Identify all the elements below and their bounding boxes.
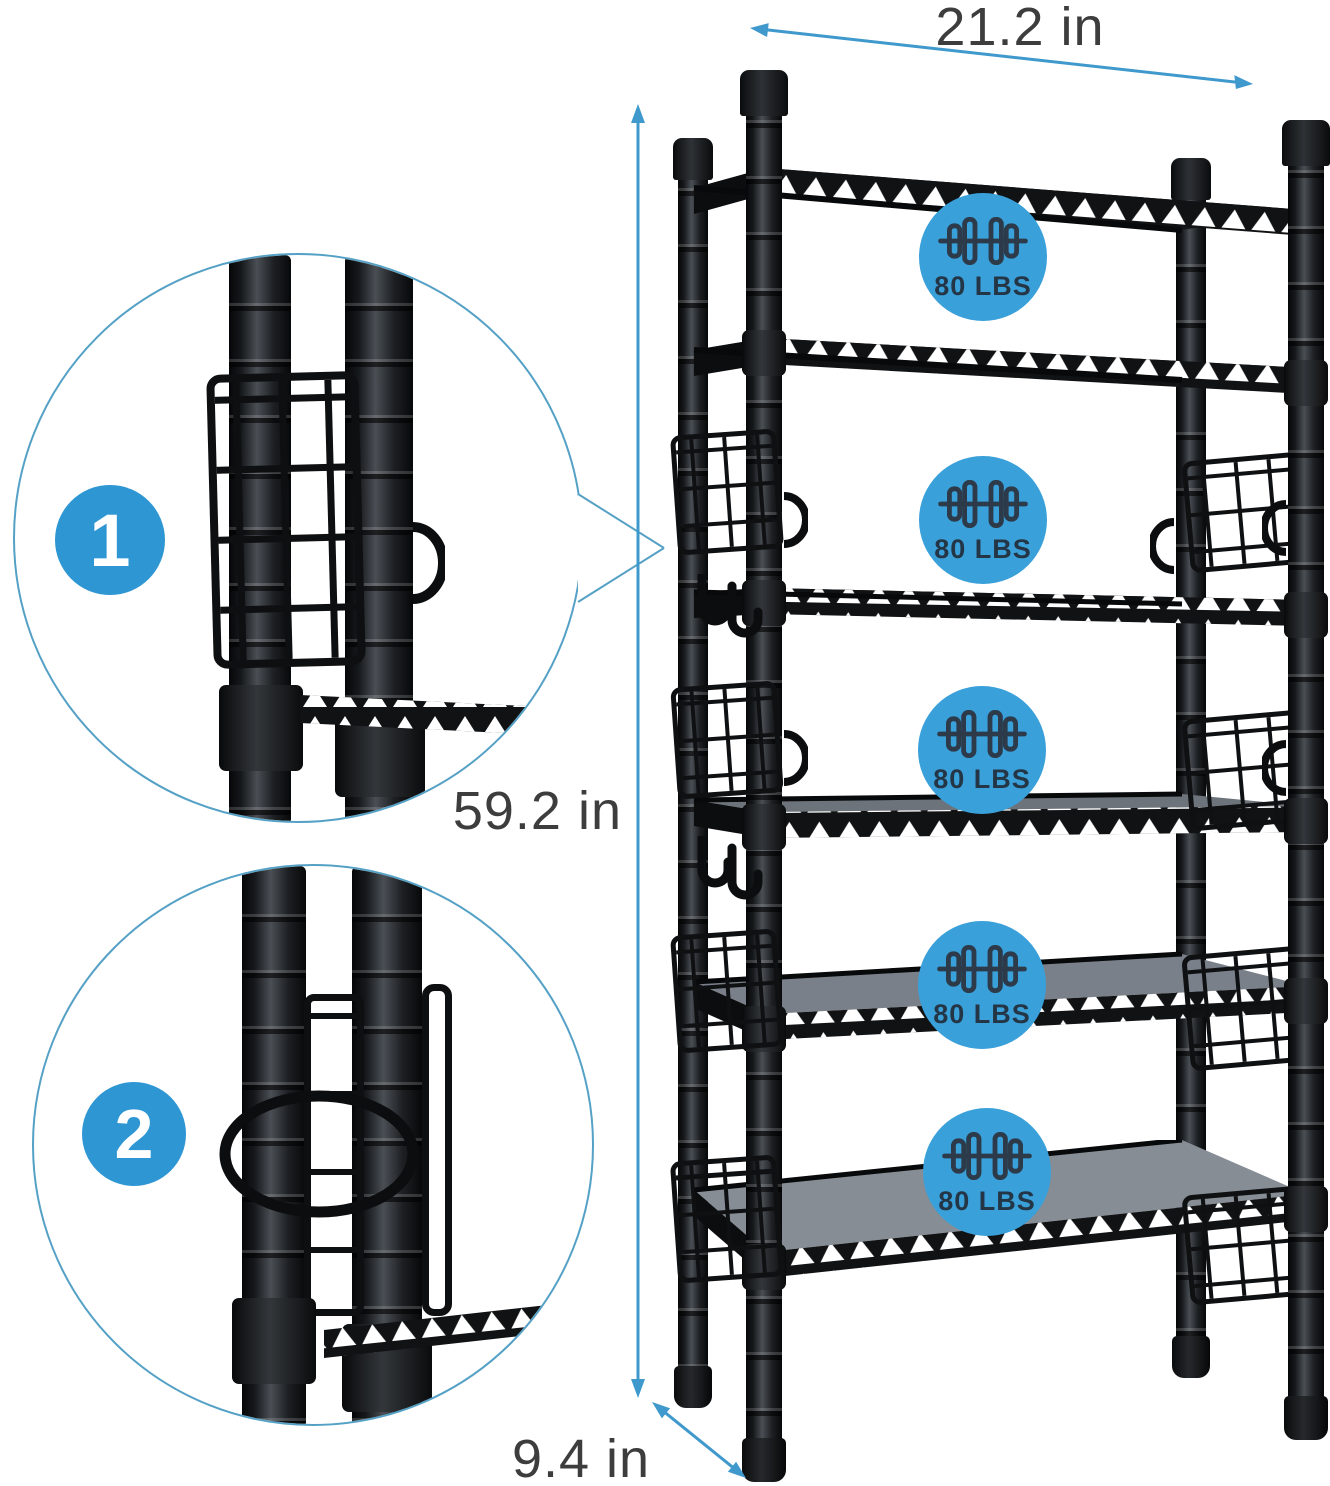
capacity-label: 80 LBS — [933, 998, 1031, 1029]
side-basket-left — [669, 428, 785, 556]
dumbbell-icon — [938, 216, 1028, 265]
rack-back-left-pole-cap — [673, 138, 713, 180]
dumbbell-icon — [937, 944, 1027, 993]
callout-circle-2 — [32, 864, 594, 1426]
pole-collar — [742, 330, 786, 376]
capacity-badge: 80 LBS — [919, 456, 1047, 584]
rack-front-right-pole-foot — [1284, 1396, 1328, 1440]
rack-front-left-pole-foot — [742, 1438, 786, 1482]
pole-collar — [219, 685, 303, 771]
detail-basket-edge — [304, 994, 364, 1316]
pole-collar — [1284, 978, 1328, 1024]
capacity-label: 80 LBS — [934, 270, 1032, 301]
shelf-tier-4 — [693, 791, 1306, 838]
shelf-tier-2 — [693, 338, 1306, 394]
pole-ring — [1150, 518, 1175, 574]
pole-ring — [783, 730, 808, 786]
side-basket-left — [670, 928, 784, 1054]
pole-collar — [1284, 360, 1328, 406]
detail-truss — [324, 1300, 592, 1358]
height-dimension-label: 59.2 in — [452, 781, 622, 841]
dumbbell-icon — [942, 1131, 1032, 1180]
capacity-label: 80 LBS — [938, 1185, 1036, 1216]
pole-ring — [783, 492, 808, 548]
callout-number-2: 2 — [82, 1082, 186, 1186]
pole-collar — [1284, 798, 1328, 844]
rack-back-right-pole-cap — [1171, 158, 1211, 200]
side-basket-left — [670, 680, 784, 800]
height-dimension-arrow — [631, 104, 645, 1398]
width-dimension-arrow — [750, 23, 1253, 89]
callout-1-pointer — [577, 493, 665, 603]
detail-side-rail — [422, 984, 452, 1316]
capacity-badge: 80 LBS — [923, 1108, 1051, 1236]
capacity-label: 80 LBS — [933, 763, 1031, 794]
pole-ring — [1262, 740, 1287, 796]
pole-collar — [742, 804, 786, 850]
pole-collar — [1284, 1186, 1328, 1232]
detail-ring-hook — [219, 1090, 419, 1218]
callout-number-1: 1 — [55, 485, 165, 595]
capacity-badge: 80 LBS — [918, 921, 1046, 1049]
s-hooks — [697, 574, 763, 638]
dumbbell-icon — [938, 479, 1028, 528]
pole-collar — [742, 580, 786, 626]
rack-back-right-pole-foot — [1172, 1336, 1210, 1378]
pole-collar — [232, 1298, 316, 1384]
s-hooks — [697, 836, 763, 900]
callout-number-text: 1 — [89, 498, 131, 582]
capacity-label: 80 LBS — [934, 533, 1032, 564]
rack-back-left-pole-foot — [674, 1366, 712, 1408]
pole-collar — [1284, 592, 1328, 638]
side-basket-left — [669, 1154, 785, 1284]
depth-dimension-arrow — [652, 1402, 746, 1478]
dumbbell-icon — [937, 709, 1027, 758]
detail-basket — [206, 371, 366, 669]
detail-truss — [300, 695, 581, 737]
rack-front-right-pole-cap — [1282, 120, 1330, 166]
capacity-badge: 80 LBS — [918, 686, 1046, 814]
pole-ring — [1262, 500, 1287, 556]
depth-dimension-label: 9.4 in — [511, 1429, 651, 1486]
callout-number-text: 2 — [114, 1095, 154, 1173]
rack-front-left-pole-cap — [740, 70, 788, 116]
pole-ring — [412, 522, 445, 604]
capacity-badge: 80 LBS — [919, 193, 1047, 321]
width-dimension-label: 21.2 in — [935, 0, 1105, 57]
